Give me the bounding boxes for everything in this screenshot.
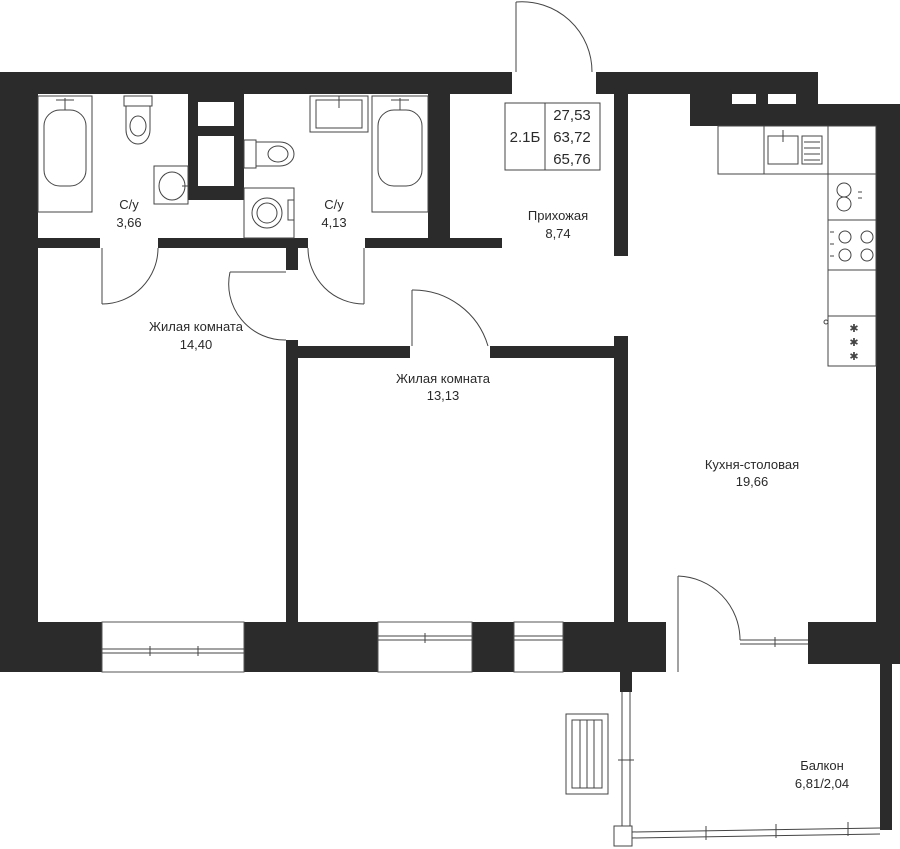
room-name: Балкон — [800, 758, 844, 773]
room-hall: Прихожая 8,74 — [528, 208, 588, 241]
wall-living2-top-2 — [490, 346, 614, 358]
window-living2-b — [513, 621, 564, 673]
window-balcony-bottom — [613, 822, 881, 847]
wall-balcony-post — [620, 672, 632, 692]
wall-top-left — [0, 72, 512, 94]
toilet-icon — [243, 139, 295, 169]
wall-top-kitchen — [690, 104, 900, 126]
svg-text:✱: ✱ — [849, 336, 858, 349]
room-name: Прихожая — [528, 208, 588, 223]
room-name: Жилая комната — [396, 371, 491, 386]
kitchen-sink-icon — [767, 130, 823, 165]
room-living1: Жилая комната 14,40 — [149, 319, 244, 352]
room-name: Кухня-столовая — [705, 457, 799, 472]
washing-machine-icon — [243, 187, 295, 239]
bathtub-icon — [37, 95, 93, 213]
wall-shaft-bath-5 — [188, 126, 198, 200]
toilet-icon — [123, 95, 153, 145]
room-area: 13,13 — [427, 388, 460, 403]
wall-shaft-bath-1 — [198, 94, 234, 102]
windows — [101, 621, 881, 847]
room-area: 19,66 — [736, 474, 769, 489]
wall-bath-divider — [286, 248, 298, 270]
window-balcony-left — [618, 692, 634, 830]
water-heater-icon — [836, 182, 862, 212]
drying-rack-icon — [565, 713, 609, 795]
window-living2 — [377, 621, 473, 673]
wall-bath2-right — [428, 94, 450, 240]
door-living2 — [411, 289, 489, 347]
room-bath2: С/у 4,13 — [321, 197, 346, 230]
room-kitchen: Кухня-столовая 19,66 — [705, 457, 799, 489]
door-living1 — [228, 271, 287, 341]
room-area: 4,13 — [321, 215, 346, 230]
wall-bottom-4 — [563, 622, 666, 672]
room-area: 3,66 — [116, 215, 141, 230]
wall-shaft-2 — [756, 94, 768, 124]
room-area: 14,40 — [180, 337, 213, 352]
wall-right — [876, 104, 900, 664]
apartment-area-with-balcony: 65,76 — [553, 151, 591, 168]
room-name: С/у — [324, 197, 344, 212]
room-living2: Жилая комната 13,13 — [396, 371, 491, 403]
window-kitchen — [740, 637, 808, 647]
wall-bottom-5 — [808, 622, 900, 664]
sink-icon — [153, 165, 189, 205]
apartment-area-total: 63,72 — [553, 129, 591, 146]
door-bath2 — [307, 247, 365, 305]
apartment-area-living: 27,53 — [553, 107, 591, 124]
room-name: Жилая комната — [149, 319, 244, 334]
wall-shaft-1 — [690, 94, 702, 124]
room-name: С/у — [119, 197, 139, 212]
room-area: 6,81/2,04 — [795, 776, 849, 791]
wall-bottom-3 — [472, 622, 514, 672]
sink-icon — [309, 95, 369, 133]
doors — [101, 1, 741, 672]
svg-text:✱: ✱ — [849, 350, 858, 363]
wall-bottom-1 — [0, 622, 102, 672]
room-labels: С/у 3,66 С/у 4,13 Прихожая 8,74 Жилая ко… — [116, 197, 849, 791]
wall-hall-kitchen-1 — [614, 94, 628, 256]
door-bath1 — [101, 247, 159, 305]
wall-living2-top-1 — [298, 346, 410, 358]
room-bath1: С/у 3,66 — [116, 197, 141, 230]
wall-hall-kitchen-2 — [614, 336, 628, 622]
oven-icon: ✱ ✱ ✱ — [823, 319, 859, 363]
wall-shaft-bath-4 — [234, 94, 244, 200]
walls — [0, 72, 900, 830]
wall-top-right — [596, 72, 818, 94]
wall-shaft-bath-2 — [198, 126, 234, 136]
fixtures: ✱ ✱ ✱ — [37, 95, 877, 795]
door-balcony — [677, 575, 741, 672]
wall-bath-bottom-2 — [158, 238, 308, 248]
svg-text:✱: ✱ — [849, 322, 858, 335]
apartment-type-code: 2.1Б — [510, 129, 541, 146]
wall-top-step — [796, 72, 818, 104]
wall-bath-bottom-3 — [365, 238, 502, 248]
wall-balcony-right — [880, 664, 892, 830]
wall-shaft-bath-3 — [198, 186, 234, 200]
window-living1 — [101, 621, 245, 673]
wall-bath-bottom-1 — [38, 238, 100, 248]
room-area: 8,74 — [545, 226, 570, 241]
room-balcony: Балкон 6,81/2,04 — [795, 758, 849, 791]
wall-left — [0, 72, 38, 672]
stove-icon — [830, 230, 874, 262]
apartment-info-box: 2.1Б 27,53 63,72 65,76 — [504, 102, 601, 171]
wall-living-divider — [286, 340, 298, 622]
kitchen-counter-icon — [717, 125, 877, 367]
wall-bottom-2 — [244, 622, 378, 672]
door-entrance — [515, 1, 593, 73]
wall-shaft-3 — [702, 94, 732, 114]
bathtub-icon — [371, 95, 429, 213]
